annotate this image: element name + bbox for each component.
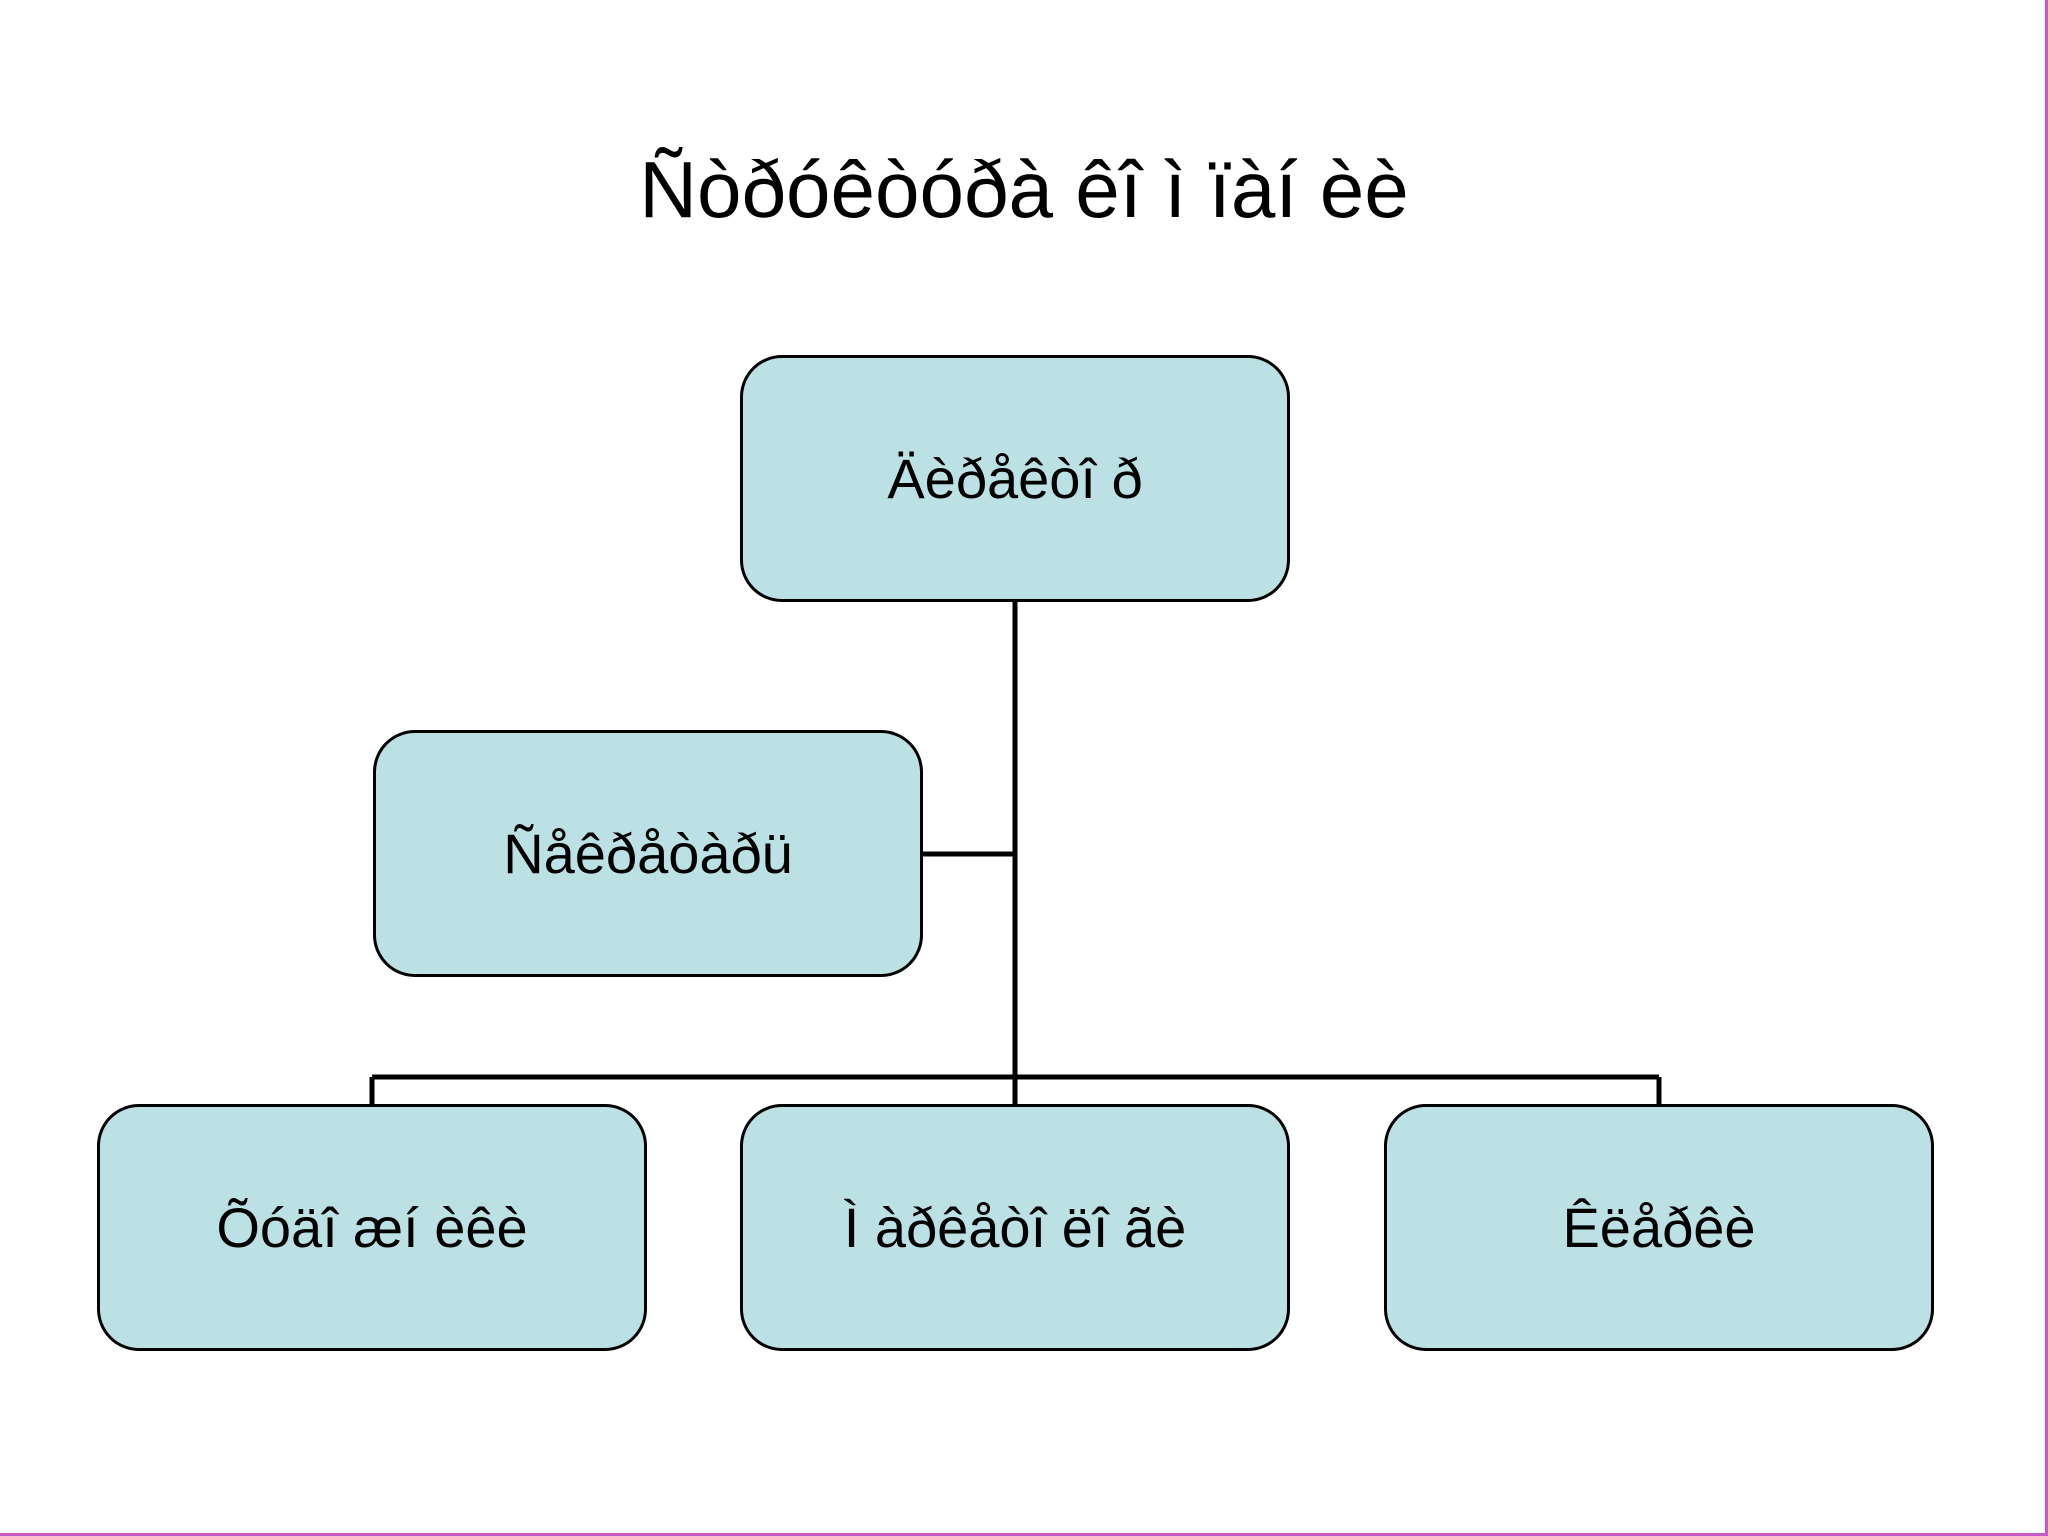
org-node-director: Äèðåêòî ð bbox=[740, 355, 1290, 602]
org-node-label: Äèðåêòî ð bbox=[887, 447, 1143, 510]
org-node-label: Êëåðêè bbox=[1562, 1196, 1756, 1259]
org-node-marketers: Ì àðêåòî ëî ãè bbox=[740, 1104, 1290, 1351]
org-node-label: Ñåêðåòàðü bbox=[503, 822, 793, 885]
org-node-label: Ì àðêåòî ëî ãè bbox=[843, 1196, 1187, 1259]
org-node-label: Õóäî æí èêè bbox=[216, 1196, 528, 1259]
slide-title: Ñòðóêòóðà êî ì ïàí èè bbox=[639, 145, 1409, 234]
org-node-artists: Õóäî æí èêè bbox=[97, 1104, 647, 1351]
org-node-secretary: Ñåêðåòàðü bbox=[373, 730, 923, 977]
org-node-clerks: Êëåðêè bbox=[1384, 1104, 1934, 1351]
